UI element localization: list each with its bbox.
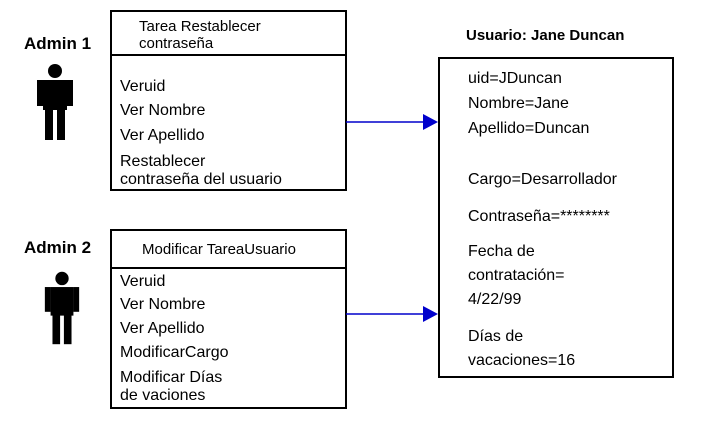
admin-2-label: Admin 2 bbox=[24, 238, 92, 257]
user-attribute: Cargo=Desarrollador bbox=[468, 171, 617, 188]
admin-1-label: Admin 1 bbox=[24, 34, 92, 53]
user-title: Usuario: Jane Duncan bbox=[466, 27, 625, 44]
modify-user-task-box: Modificar TareaUsuario Veruid Ver Nombre… bbox=[110, 229, 347, 409]
permission-item: Ver Nombre bbox=[120, 296, 206, 313]
task-title: Tarea Restablecer contraseña bbox=[139, 18, 261, 52]
user-attribute: Nombre=Jane bbox=[468, 95, 569, 112]
user-record-box: uid=JDuncan Nombre=Jane Apellido=Duncan … bbox=[438, 57, 674, 378]
permission-item: Ver Nombre bbox=[120, 102, 206, 119]
user-attribute: Fecha de contratación= 4/22/99 bbox=[468, 243, 565, 308]
permission-item: Modificar Días de vaciones bbox=[120, 369, 223, 404]
arrow-right-icon bbox=[346, 114, 438, 130]
permission-item: Ver Apellido bbox=[120, 127, 205, 144]
divider bbox=[112, 54, 345, 56]
person-icon bbox=[37, 64, 73, 140]
user-attribute: Días de vacaciones=16 bbox=[468, 328, 576, 369]
person-icon bbox=[44, 271, 80, 345]
user-attribute: Contraseña=******** bbox=[468, 208, 610, 225]
user-attribute: Apellido=Duncan bbox=[468, 120, 590, 137]
divider bbox=[112, 267, 345, 269]
permission-item: ModificarCargo bbox=[120, 344, 229, 361]
reset-password-task-box: Tarea Restablecer contraseña Veruid Ver … bbox=[110, 10, 347, 191]
permission-item: Restablecer contraseña del usuario bbox=[120, 153, 282, 188]
permission-item: Veruid bbox=[120, 78, 166, 95]
arrow-right-icon bbox=[346, 306, 438, 322]
permission-item: Veruid bbox=[120, 273, 166, 290]
permission-item: Ver Apellido bbox=[120, 320, 205, 337]
user-attribute: uid=JDuncan bbox=[468, 70, 562, 87]
task-title: Modificar TareaUsuario bbox=[142, 241, 296, 258]
